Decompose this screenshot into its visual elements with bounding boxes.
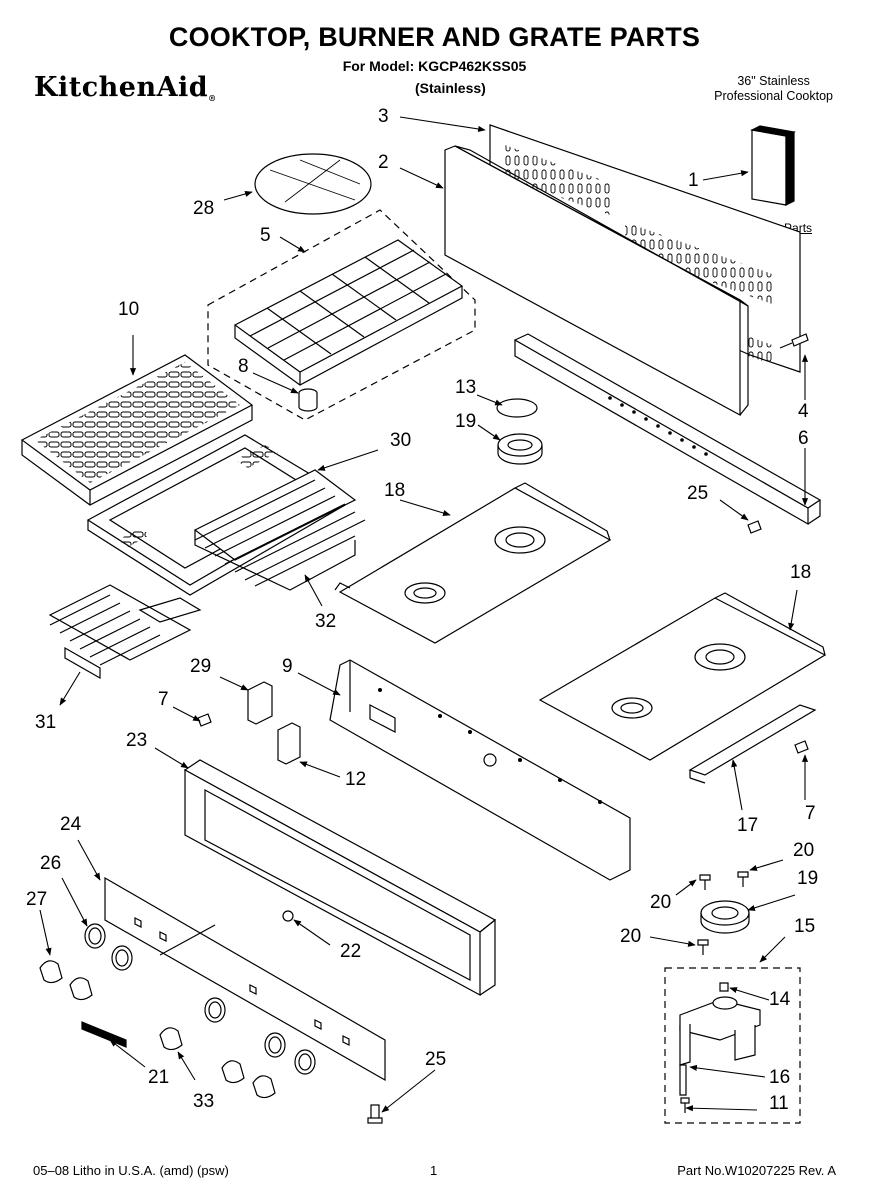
callout-26: 26 bbox=[40, 853, 62, 874]
backguard bbox=[444, 145, 749, 417]
model-number: For Model: KGCP462KSS05 bbox=[342, 58, 527, 74]
control-box bbox=[183, 759, 497, 997]
leader-arrows bbox=[39, 116, 809, 1113]
burner-head-top bbox=[497, 433, 543, 465]
callout-22: 22 bbox=[340, 941, 362, 962]
callout-4: 4 bbox=[798, 401, 809, 422]
callout-5: 5 bbox=[260, 225, 271, 246]
callout-19-upper: 19 bbox=[455, 411, 477, 432]
callout-20-mid: 20 bbox=[650, 892, 672, 913]
burner-box-right bbox=[538, 592, 827, 761]
callout-31: 31 bbox=[35, 712, 57, 733]
burner-strip bbox=[513, 333, 822, 526]
callout-20-low: 20 bbox=[620, 926, 642, 947]
manifold-panel bbox=[329, 659, 631, 881]
burner-screws bbox=[697, 871, 749, 955]
control-panel bbox=[104, 876, 386, 1082]
callout-15: 15 bbox=[794, 916, 816, 937]
screw-25-top bbox=[747, 520, 762, 534]
callout-33: 33 bbox=[193, 1091, 215, 1112]
callout-24: 24 bbox=[60, 814, 82, 835]
product-description: 36" Stainless Professional Cooktop bbox=[714, 74, 833, 104]
burner-grate bbox=[233, 239, 464, 386]
literature-booklet bbox=[750, 125, 796, 206]
callout-2: 2 bbox=[378, 152, 389, 173]
page-number: 1 bbox=[430, 1163, 438, 1178]
callout-17: 17 bbox=[737, 815, 759, 836]
callout-30: 30 bbox=[390, 430, 412, 451]
callout-13: 13 bbox=[455, 377, 477, 398]
screw-7-left bbox=[197, 713, 212, 727]
brand-logo: KitchenAid® bbox=[34, 72, 217, 103]
grille-grate bbox=[20, 354, 254, 506]
callout-18-upper: 18 bbox=[384, 480, 406, 501]
callout-16: 16 bbox=[769, 1067, 791, 1088]
registered-mark-icon: ® bbox=[208, 93, 217, 103]
model-badge bbox=[81, 1021, 127, 1048]
grate-assembly-outline bbox=[207, 209, 476, 421]
product-line-2: Professional Cooktop bbox=[714, 89, 833, 103]
page-title: COOKTOP, BURNER AND GRATE PARTS bbox=[168, 22, 701, 52]
callout-9: 9 bbox=[282, 656, 293, 677]
heat-baffle-31 bbox=[48, 584, 202, 680]
grommet bbox=[282, 910, 294, 922]
bracket-29 bbox=[247, 681, 273, 725]
burner-box-upper bbox=[334, 482, 612, 644]
burner-base bbox=[679, 996, 761, 1066]
orifice bbox=[719, 982, 729, 992]
callout-11: 11 bbox=[769, 1093, 789, 1114]
round-reflector bbox=[254, 153, 372, 215]
callout-25-bottom: 25 bbox=[425, 1049, 447, 1070]
callout-27: 27 bbox=[26, 889, 48, 910]
part-number: Part No.W10207225 Rev. A bbox=[677, 1163, 836, 1178]
bracket-12 bbox=[277, 722, 301, 765]
brand-name: KitchenAid bbox=[34, 72, 209, 103]
print-info: 05–08 Litho in U.S.A. (amd) (psw) bbox=[33, 1163, 229, 1178]
side-rail bbox=[688, 704, 817, 784]
callout-25-top: 25 bbox=[687, 483, 709, 504]
callout-29: 29 bbox=[190, 656, 212, 677]
callout-14: 14 bbox=[769, 989, 791, 1010]
callout-7-right: 7 bbox=[805, 803, 816, 824]
callout-23: 23 bbox=[126, 730, 148, 751]
callout-19-lower: 19 bbox=[797, 868, 819, 889]
screw-25-bottom bbox=[367, 1104, 383, 1124]
burner-head-lower bbox=[700, 900, 750, 934]
callout-21: 21 bbox=[148, 1067, 170, 1088]
callout-18-right: 18 bbox=[790, 562, 812, 583]
burner-cap bbox=[496, 398, 538, 418]
callout-7-left: 7 bbox=[158, 689, 169, 710]
callout-8: 8 bbox=[238, 356, 249, 377]
product-line-1: 36" Stainless bbox=[737, 74, 810, 88]
mount-screw bbox=[680, 1097, 690, 1113]
callout-6: 6 bbox=[798, 428, 809, 449]
callout-10: 10 bbox=[118, 299, 140, 320]
model-variant: (Stainless) bbox=[415, 80, 486, 96]
electrode bbox=[679, 1064, 687, 1096]
callout-1: 1 bbox=[688, 170, 699, 191]
grate-foot bbox=[298, 388, 318, 412]
callout-3: 3 bbox=[378, 106, 389, 127]
screw-4 bbox=[779, 333, 809, 349]
control-knobs bbox=[39, 923, 316, 1099]
callout-12: 12 bbox=[345, 769, 367, 790]
screw-7-right bbox=[794, 740, 809, 754]
callout-20-right: 20 bbox=[793, 840, 815, 861]
heat-baffle-32 bbox=[193, 469, 366, 591]
callout-32: 32 bbox=[315, 611, 337, 632]
callout-28: 28 bbox=[193, 198, 215, 219]
